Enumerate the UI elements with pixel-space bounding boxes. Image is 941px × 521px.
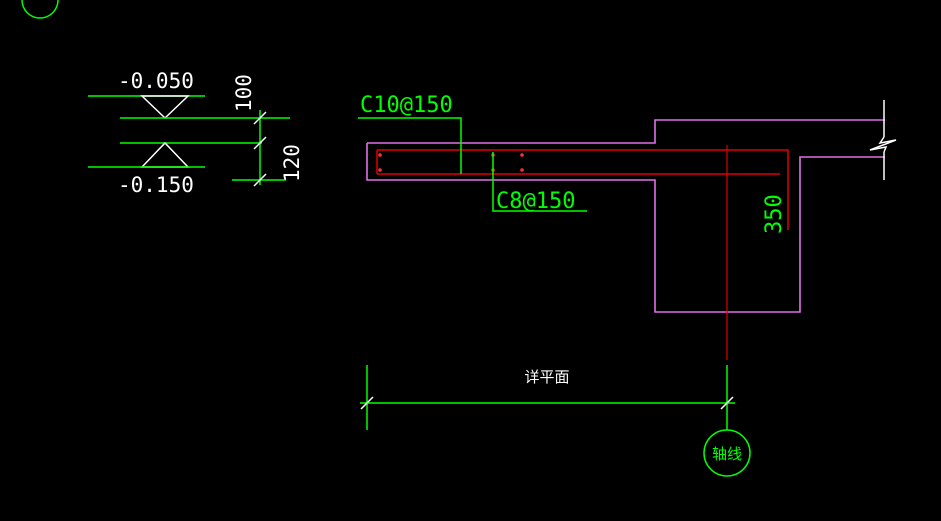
rebar-dot bbox=[378, 153, 382, 157]
span-tick-left bbox=[360, 396, 374, 410]
elevation-bottom-triangle-icon bbox=[140, 141, 190, 168]
vertical-dimension: 100 120 bbox=[232, 74, 304, 187]
rebar-top-bar bbox=[377, 149, 789, 230]
slab-beam-outline bbox=[366, 119, 885, 313]
rebar-bottom-label: C8@150 bbox=[496, 189, 575, 214]
leader-c8 bbox=[492, 152, 587, 212]
elevation-top-triangle-icon bbox=[140, 95, 190, 120]
axis-bubble: 轴线 bbox=[703, 429, 751, 477]
break-line-zigzag bbox=[869, 136, 897, 153]
rebar-dot bbox=[520, 153, 524, 157]
axis-label: 轴线 bbox=[712, 445, 742, 463]
rebar-top-label: C10@150 bbox=[360, 93, 453, 118]
elevation-markers: -0.050 -0.150 bbox=[88, 69, 290, 197]
span-tick-right bbox=[720, 396, 734, 410]
dim-120-label: 120 bbox=[280, 144, 304, 182]
dim-100-label: 100 bbox=[232, 74, 256, 112]
corner-circle-fragment bbox=[21, 0, 59, 19]
span-label: 详平面 bbox=[524, 368, 569, 386]
span-dimension: 详平面 bbox=[360, 365, 735, 430]
elevation-bottom-label: -0.150 bbox=[118, 173, 194, 197]
dim-350-label: 350 bbox=[762, 194, 787, 234]
dim-tick-bottom bbox=[253, 173, 267, 187]
elevation-top-label: -0.050 bbox=[118, 69, 194, 93]
leader-c10 bbox=[358, 117, 462, 174]
rebar-dot bbox=[520, 168, 524, 172]
rebar-callouts: C10@150 C8@150 350 bbox=[358, 93, 787, 234]
axis-circle bbox=[703, 429, 751, 477]
rebar-dot bbox=[378, 168, 382, 172]
break-line bbox=[869, 100, 897, 180]
dim-tick-mid bbox=[253, 136, 267, 150]
dim-tick-top bbox=[253, 111, 267, 125]
rebar bbox=[376, 145, 789, 360]
